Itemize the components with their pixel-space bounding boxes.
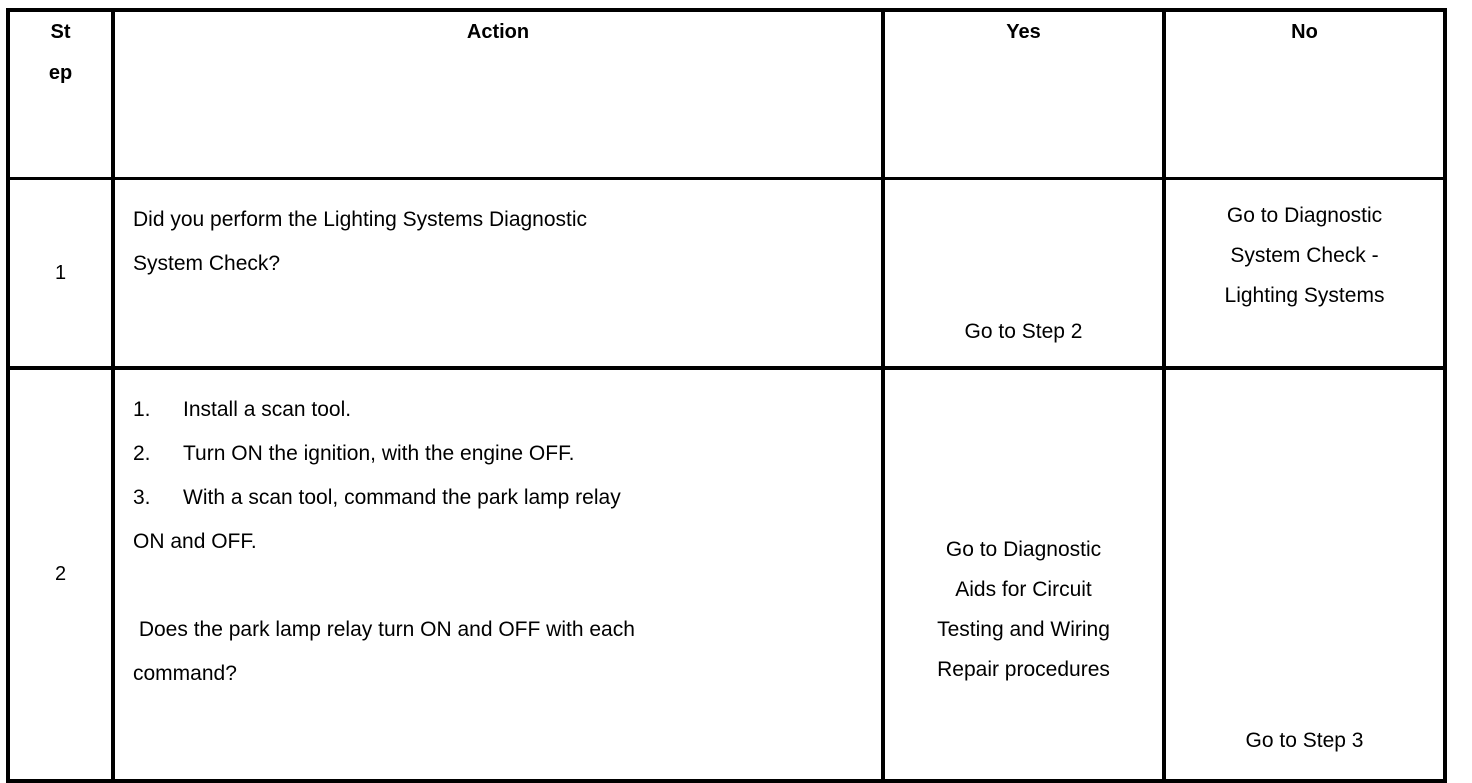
- list-item-text: Install a scan tool.: [183, 398, 352, 421]
- numbered-instruction-list: 1. Install a scan tool. 2. Turn ON the i…: [133, 388, 867, 520]
- yes-text-line: Go to Diagnostic: [945, 537, 1102, 561]
- step-number-cell: 1: [6, 178, 115, 368]
- list-item: 1. Install a scan tool.: [133, 388, 867, 432]
- action-cell: 1. Install a scan tool. 2. Turn ON the i…: [111, 366, 885, 781]
- page-root: St ep Action Yes No 1 Did you perform th…: [6, 8, 1447, 783]
- header-row: St ep Action Yes No: [6, 10, 1447, 180]
- no-text-line: Go to Diagnostic: [1226, 204, 1383, 227]
- list-item-text: With a scan tool, command the park lamp …: [183, 486, 621, 509]
- blank-spacer-line: [133, 564, 867, 608]
- table-header: St ep Action Yes No: [6, 10, 1447, 180]
- action-cell: Did you perform the Lighting Systems Dia…: [111, 178, 885, 368]
- list-item-number: 1.: [133, 398, 151, 421]
- list-item-number: 2.: [133, 442, 151, 465]
- list-continuation-line: ON and OFF.: [133, 530, 257, 553]
- no-cell: Go to Diagnostic System Check - Lighting…: [1162, 178, 1447, 368]
- table-body: 1 Did you perform the Lighting Systems D…: [6, 178, 1447, 781]
- no-cell: Go to Step 3: [1162, 366, 1447, 781]
- no-text-line: System Check -: [1230, 244, 1379, 267]
- column-header-yes: Yes: [881, 10, 1166, 180]
- action-text-line: Did you perform the Lighting Systems Dia…: [133, 208, 588, 231]
- column-header-step-line1: St: [50, 21, 71, 43]
- table-row: 2 1. Install a scan tool. 2. Turn ON the…: [6, 366, 1447, 781]
- column-header-step: St ep: [6, 10, 115, 180]
- yes-text-line: Aids for Circuit: [955, 577, 1092, 601]
- no-text-line: Go to Step 3: [1245, 729, 1364, 752]
- column-header-action: Action: [111, 10, 885, 180]
- list-item: 3. With a scan tool, command the park la…: [133, 476, 867, 520]
- list-item-text: Turn ON the ignition, with the engine OF…: [183, 442, 575, 465]
- yes-cell: Go to Step 2: [881, 178, 1166, 368]
- column-header-no: No: [1162, 10, 1447, 180]
- no-text-line: Lighting Systems: [1224, 284, 1385, 307]
- diagnostic-procedure-table: St ep Action Yes No 1 Did you perform th…: [6, 8, 1447, 783]
- question-text-line: Does the park lamp relay turn ON and OFF…: [133, 618, 635, 641]
- yes-text-line: Repair procedures: [937, 657, 1110, 681]
- yes-cell: Go to Diagnostic Aids for Circuit Testin…: [881, 366, 1166, 781]
- yes-text-line: Go to Step 2: [964, 320, 1083, 343]
- list-item-number: 3.: [133, 486, 151, 509]
- question-text-line: command?: [133, 662, 237, 685]
- table-row: 1 Did you perform the Lighting Systems D…: [6, 178, 1447, 368]
- yes-text-line: Testing and Wiring: [937, 617, 1110, 641]
- column-header-step-line2: ep: [48, 62, 73, 84]
- list-item: 2. Turn ON the ignition, with the engine…: [133, 432, 867, 476]
- action-text-line: System Check?: [133, 252, 281, 275]
- step-number-cell: 2: [6, 366, 115, 781]
